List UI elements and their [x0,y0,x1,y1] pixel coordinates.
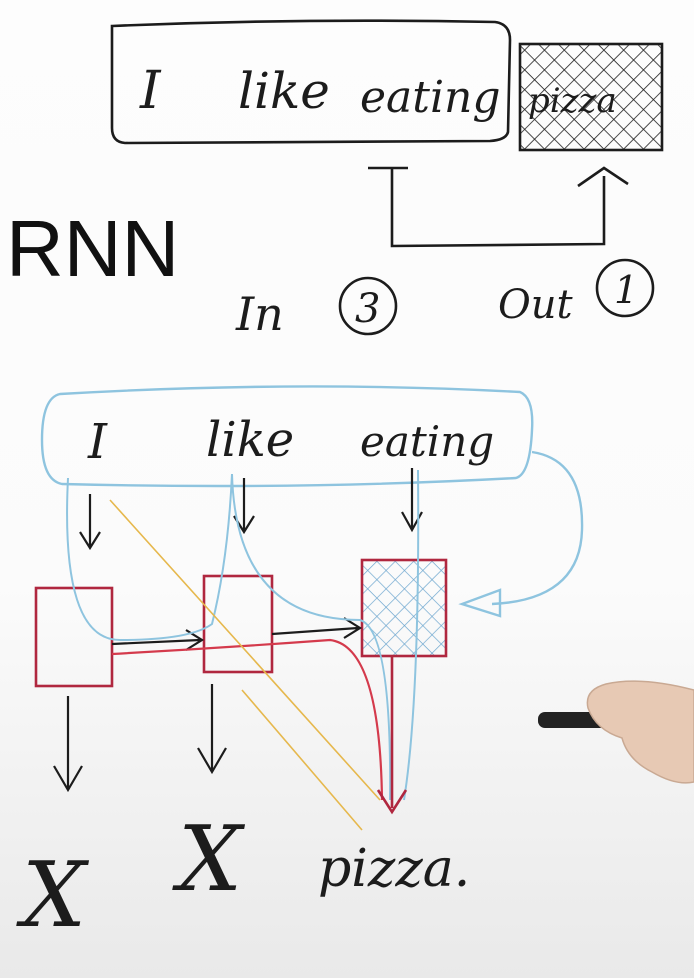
rnn-cell-1 [34,586,114,688]
rnn-cell-3-highlighted [360,558,448,658]
loop-back-arrowhead [458,588,502,618]
rnn-title: RNN [6,204,179,293]
top-input-word-3: eating [360,72,501,123]
rnn-cell-2 [202,574,274,674]
output-arrow-1 [53,696,83,793]
hidden-state-arrow-2 [271,617,363,639]
bottom-input-word-2: like [206,412,294,468]
top-output-word: pizza [528,81,617,121]
top-feedback-line [368,166,606,248]
gold-flow-trace [109,499,381,831]
output-label-2: X [172,807,246,912]
bottom-rnn-diagram: I like eating X X pizza. [16,385,584,948]
bottom-input-word-3: eating [360,417,494,466]
presenter-hand-with-marker [538,680,694,784]
loop-back-arrow [491,450,584,606]
out-label: Out [498,282,574,328]
out-count: 1 [614,268,638,312]
bottom-input-word-1: I [87,414,108,470]
blue-flow-trace [66,469,420,801]
red-flow-trace [111,638,384,801]
bottom-input-box [40,385,534,488]
input-arrow-1 [79,494,101,551]
top-input-box [110,19,512,145]
hand-icon [586,680,694,784]
in-count-circle [338,276,398,336]
in-count: 3 [355,286,380,332]
top-input-word-1: I [139,61,162,121]
in-label: In [235,287,284,341]
top-input-word-2: like [238,62,330,120]
output-arrow-3 [376,656,408,815]
in-out-counts: In 3 Out 1 [235,258,655,341]
output-arrow-2 [197,684,227,775]
top-feedback-arrowhead [577,166,629,188]
top-output-box [518,42,664,152]
top-sequence-diagram: I like eating pizza [110,19,664,248]
output-label-1: X [16,843,90,948]
out-count-circle [595,258,655,318]
output-label-3: pizza. [318,839,470,899]
